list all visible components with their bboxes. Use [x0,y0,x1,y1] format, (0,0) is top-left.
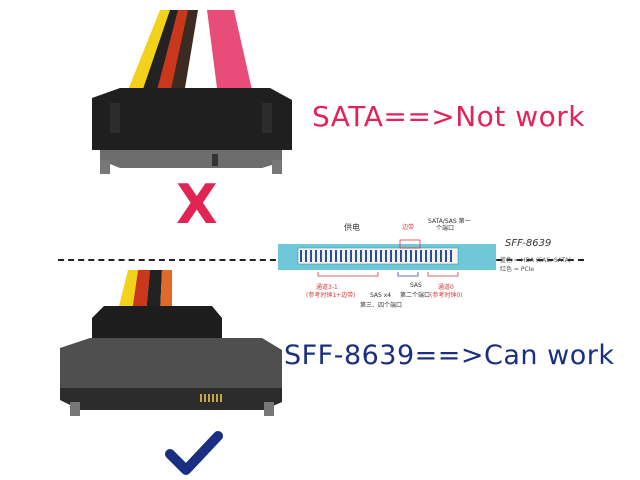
sff8639-pinout-diagram [278,239,496,277]
red-wire [132,270,150,314]
diagram-legend: 蓝色 = HDA (SAS, SATA) 红色 = PCIe [500,256,571,274]
black-wire [146,270,162,314]
diagram-title: SFF-8639 [505,238,552,249]
sff-can-work-label: SFF-8639==>Can work [284,340,615,371]
pink-data-cable [207,10,252,96]
cross-mark: X [176,173,218,236]
orange-wire [160,270,172,314]
diagram-second-port-label: 第二个端口 [400,292,431,299]
divider-line-right [486,259,584,261]
diagram-first-port-label: 个端口 [436,225,455,232]
diagram-ch0-label: 通道0 [438,284,454,291]
red-wire [156,10,190,94]
legend-red: 红色 = PCIe [500,266,535,273]
legend-blue: 蓝色 = HDA (SAS, SATA) [500,257,572,264]
diagram-power-label: 供电 [344,223,360,232]
sata-connector-illustration [92,10,292,174]
diagram-ch0-note: (参考时钟0) [430,292,463,299]
diagram-sata-sas-label: SATA/SAS 第一 [428,218,471,225]
sff8639-connector-illustration [60,270,282,475]
divider-line-left [58,259,286,261]
sata-connector-plug [100,150,282,168]
diagram-sideband-label: 边带 [402,224,415,231]
sata-not-work-label: SATA==>Not work [312,100,585,133]
diagram-sas-x4-label: SAS x4 [370,292,392,299]
diagram-ch3-note: (参考时钟1+边带) [306,292,356,299]
dark-wire [170,10,198,94]
check-mark [165,431,223,475]
diagram-ch3-label: 通道3-1 [316,284,338,291]
diagram-sas-label: SAS [410,282,422,289]
black-wire [142,10,180,94]
sff-connector-plug [60,388,282,410]
yellow-wire [118,270,138,312]
sata-connector-body [92,88,292,150]
yellow-wire [128,10,172,92]
diagram-sas-x4-note: 第三、四个端口 [360,302,403,309]
sff-connector-housing [60,338,282,388]
